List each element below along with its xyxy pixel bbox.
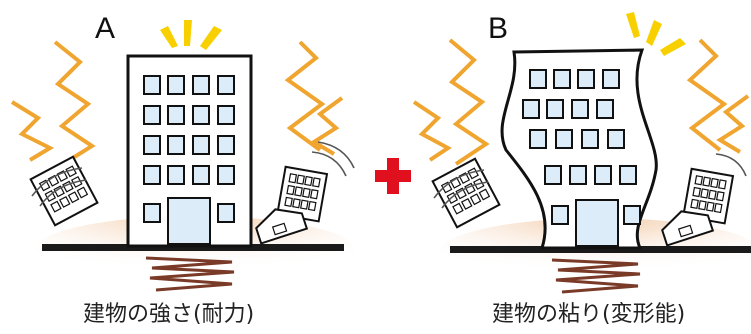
collapsing-building-icon: [276, 165, 329, 223]
lightning-bolt-icon: [284, 40, 326, 152]
lightning-bolt-icon: [686, 38, 728, 152]
collapsing-building-icon: [29, 155, 99, 227]
collapsing-building-icon: [255, 208, 309, 245]
seismic-wave-icon: [39, 179, 87, 207]
seismic-wave-icon: [441, 181, 489, 209]
seismic-wave-icon: [31, 167, 83, 197]
lightning-bolt-icon: [53, 40, 96, 168]
panel-b-caption: 建物の粘り(変形能): [492, 302, 686, 327]
spark-icon: [626, 12, 686, 56]
seismic-wave-icon: [433, 169, 485, 199]
lightning-bolt-icon: [716, 94, 750, 154]
seismic-wave-icon: [715, 153, 747, 177]
seismic-wave-icon: [311, 151, 347, 177]
quake-zigzag: [145, 256, 235, 292]
spark-icon: [160, 20, 222, 50]
seismic-wave-icon: [317, 141, 355, 169]
panel-a-caption: 建物の強さ(耐力): [83, 302, 255, 327]
panel-a-letter: A: [95, 12, 115, 45]
main-building-a: [126, 54, 253, 248]
main-building-b: [500, 48, 658, 250]
lightning-bolt-icon: [448, 38, 490, 166]
panel-a: A: [10, 12, 355, 292]
panel-b-letter: B: [488, 12, 508, 45]
collapsing-building-icon: [431, 157, 501, 229]
lightning-bolt-icon: [10, 100, 55, 162]
lightning-bolt-icon: [310, 96, 344, 156]
lightning-bolt-icon: [412, 100, 452, 162]
collapsing-building-icon: [661, 210, 715, 247]
panel-b: B: [412, 12, 751, 294]
plus-icon: [375, 158, 411, 194]
quake-zigzag: [551, 258, 641, 294]
